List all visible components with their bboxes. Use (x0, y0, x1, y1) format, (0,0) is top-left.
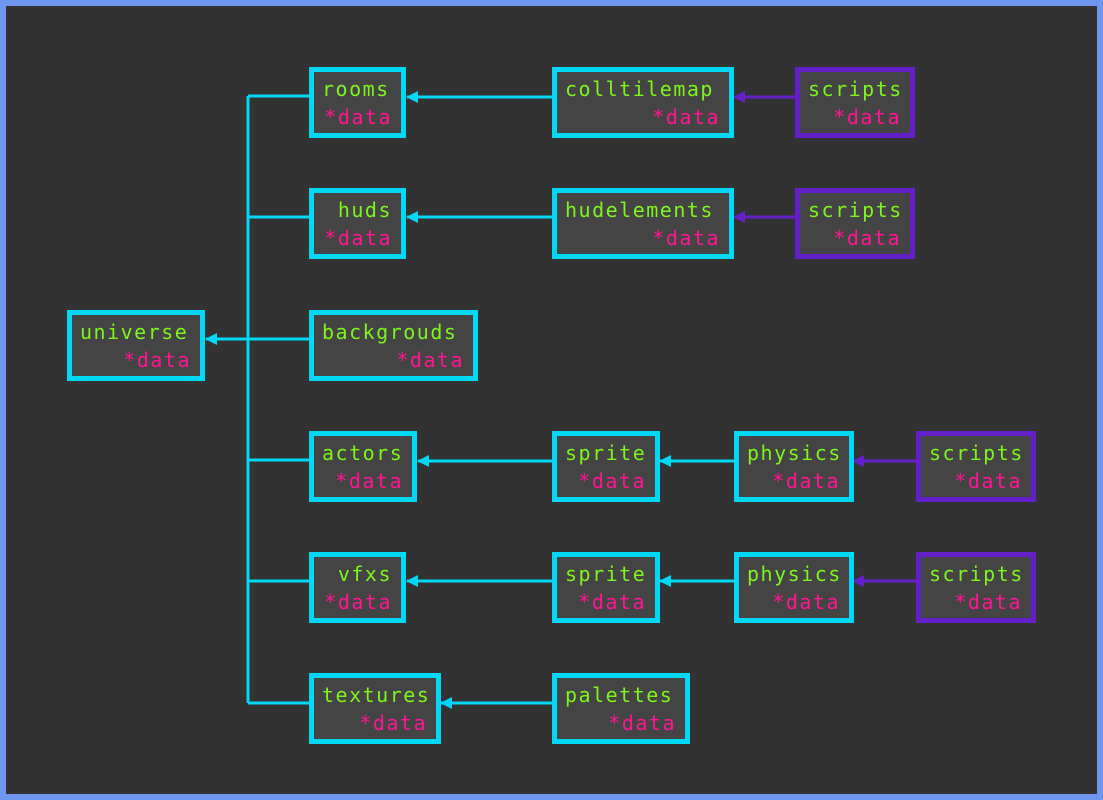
node-physics-actors: physics *data (734, 431, 854, 502)
node-name: scripts (929, 441, 1024, 465)
node-physics-vfxs: physics *data (734, 552, 854, 623)
node-field: *data (324, 226, 392, 250)
node-name: scripts (929, 562, 1024, 586)
node-field: *data (833, 226, 901, 250)
node-hudelements: hudelements *data (552, 188, 734, 259)
node-scripts-huds: scripts *data (795, 188, 915, 259)
node-name: scripts (808, 198, 903, 222)
node-field: *data (954, 469, 1022, 493)
node-field: *data (772, 469, 840, 493)
node-name: sprite (565, 562, 647, 586)
node-name: rooms (322, 77, 390, 101)
node-textures: textures *data (309, 673, 441, 744)
node-sprite-vfxs: sprite *data (552, 552, 660, 623)
node-name: huds (337, 198, 392, 222)
node-field: *data (324, 105, 392, 129)
node-scripts-rooms: scripts *data (795, 67, 915, 138)
node-field: *data (578, 469, 646, 493)
node-universe: universe *data (67, 310, 205, 381)
node-field: *data (772, 590, 840, 614)
node-field: *data (652, 105, 720, 129)
node-scripts-vfxs: scripts *data (916, 552, 1036, 623)
node-name: textures (322, 683, 431, 707)
node-field: *data (359, 711, 427, 735)
node-name: physics (747, 562, 842, 586)
node-field: *data (578, 590, 646, 614)
node-name: palettes (565, 683, 674, 707)
node-backgrounds: backgrouds *data (309, 310, 478, 381)
node-vfxs: vfxs *data (309, 552, 406, 623)
node-name: scripts (808, 77, 903, 101)
node-sprite-actors: sprite *data (552, 431, 660, 502)
node-palettes: palettes *data (552, 673, 690, 744)
node-scripts-actors: scripts *data (916, 431, 1036, 502)
node-name: colltilemap (565, 77, 714, 101)
node-rooms: rooms *data (309, 67, 406, 138)
node-field: *data (652, 226, 720, 250)
node-field: *data (608, 711, 676, 735)
node-name: sprite (565, 441, 647, 465)
node-huds: huds *data (309, 188, 406, 259)
node-name: physics (747, 441, 842, 465)
node-actors: actors *data (309, 431, 417, 502)
node-field: *data (954, 590, 1022, 614)
node-field: *data (123, 348, 191, 372)
node-name: hudelements (565, 198, 714, 222)
node-field: *data (396, 348, 464, 372)
node-name: backgrouds (322, 320, 458, 344)
node-field: *data (335, 469, 403, 493)
node-name: universe (80, 320, 189, 344)
diagram-background (6, 6, 1097, 794)
node-field: *data (324, 590, 392, 614)
node-name: actors (322, 441, 404, 465)
node-field: *data (833, 105, 901, 129)
node-colltilemap: colltilemap *data (552, 67, 734, 138)
node-name: vfxs (337, 562, 392, 586)
